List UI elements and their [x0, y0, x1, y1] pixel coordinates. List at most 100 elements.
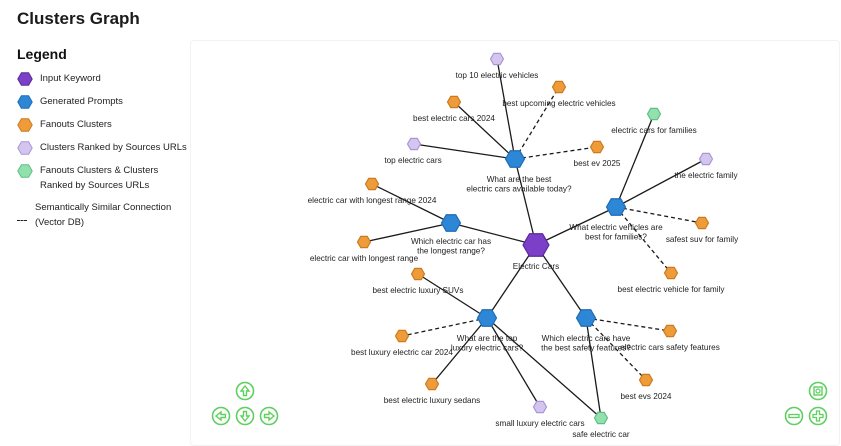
fanout-hexagon-icon[interactable]	[551, 80, 567, 94]
graph-node-e2[interactable]: best evs 2024	[621, 373, 672, 401]
graph-edge-p2-b2	[363, 222, 452, 243]
graph-edge-p2-b1	[371, 183, 452, 224]
graph-node-a2[interactable]: best upcoming electric vehicles	[502, 80, 616, 108]
graph-node-c3[interactable]: safest suv for family	[666, 216, 739, 244]
node-label-c3: safest suv for family	[666, 235, 739, 244]
graph-node-a3[interactable]: best electric cars 2024	[413, 95, 495, 123]
ranked-hexagon-icon[interactable]	[406, 137, 422, 151]
ranked-hexagon-icon[interactable]	[532, 400, 548, 414]
graph-node-a1[interactable]: top 10 electric vehicles	[456, 52, 539, 80]
node-label-b2: electric car with longest range	[310, 254, 419, 263]
page-title: Clusters Graph	[17, 9, 140, 28]
fanout-hexagon-icon[interactable]	[694, 216, 710, 230]
arrow-right-icon[interactable]	[259, 406, 279, 426]
graph-node-d4[interactable]: small luxury electric cars	[495, 400, 585, 428]
prompt-hexagon-icon[interactable]	[504, 150, 526, 168]
node-label-c2: the electric family	[674, 171, 738, 180]
fanout-hexagon-icon[interactable]	[356, 235, 372, 249]
graph-node-d1[interactable]: best electric luxury SUVs	[372, 267, 464, 295]
fit-view-icon[interactable]	[808, 381, 828, 401]
graph-edge-p4-d3	[431, 317, 488, 385]
fanout-hexagon-icon[interactable]	[638, 373, 654, 387]
graph-node-a5[interactable]: best ev 2025	[574, 140, 621, 168]
fanout-hexagon-icon[interactable]	[424, 377, 440, 391]
graph-node-e1[interactable]: electric cars safety features	[620, 324, 720, 352]
graph-node-c4[interactable]: best electric vehicle for family	[618, 266, 726, 294]
graph-edge-ec-p5	[535, 244, 587, 319]
prompt-hexagon-icon[interactable]	[476, 309, 498, 327]
graph-edge-p5-e3	[585, 317, 602, 419]
graph-edge-ec-p4	[486, 244, 537, 319]
graph-node-d2[interactable]: best luxury electric car 2024	[351, 329, 453, 357]
fanout-hexagon-icon[interactable]	[394, 329, 410, 343]
legend-item-input: Input Keyword	[17, 71, 192, 87]
fanout-hexagon-icon[interactable]	[410, 267, 426, 281]
node-label-c1: electric cars for families	[611, 126, 697, 135]
fanout-hexagon-icon[interactable]	[663, 266, 679, 280]
legend-item-label: Semantically Similar Connection (Vector …	[35, 202, 172, 228]
prompt-hexagon-icon[interactable]	[440, 214, 462, 232]
node-label-e1: electric cars safety features	[620, 343, 720, 352]
similar-connection-edge-p1-a5	[514, 146, 598, 160]
graph-edge-p1-a1	[496, 58, 516, 160]
graph-edge-p4-d1	[417, 273, 488, 319]
node-label-d1: best electric luxury SUVs	[372, 286, 463, 295]
node-label-a1: top 10 electric vehicles	[456, 71, 539, 80]
graph-node-b1[interactable]: electric car with longest range 2024	[308, 177, 437, 205]
legend-item-label: Generated Prompts	[40, 96, 123, 107]
legend-item-label: Clusters Ranked by Sources URLs	[40, 142, 187, 153]
prompt-hexagon-icon[interactable]	[605, 198, 627, 216]
ranked-hexagon-icon[interactable]	[489, 52, 505, 66]
legend-title: Legend	[17, 46, 67, 62]
node-label-a3: best electric cars 2024	[413, 114, 495, 123]
fanout-hexagon-icon[interactable]	[446, 95, 462, 109]
node-label-ec: Electric Cars	[513, 262, 559, 271]
graph-edge-p1-a3	[453, 101, 516, 160]
node-label-a4: top electric cars	[384, 156, 441, 165]
graph-node-e3[interactable]: safe electric car	[572, 411, 630, 439]
legend-item-both: Fanouts Clusters & Clusters Ranked by So…	[17, 163, 192, 193]
input-hexagon-icon[interactable]	[522, 233, 550, 257]
zoom-in-icon[interactable]	[808, 406, 828, 426]
graph-node-c1[interactable]: electric cars for families	[611, 107, 697, 135]
graph-node-c2[interactable]: the electric family	[674, 152, 739, 180]
similar-connection-edge-p5-e2	[585, 317, 647, 381]
fanout-hexagon-icon[interactable]	[589, 140, 605, 154]
graph-node-a4[interactable]: top electric cars	[384, 137, 442, 165]
fanout-hexagon-icon[interactable]	[364, 177, 380, 191]
node-label-a5: best ev 2025	[574, 159, 621, 168]
input-hexagon-icon	[17, 72, 33, 86]
both-hexagon-icon[interactable]	[593, 411, 609, 425]
ranked-hexagon-icon[interactable]	[698, 152, 714, 166]
node-label-a2: best upcoming electric vehicles	[502, 99, 615, 108]
graph-node-d3[interactable]: best electric luxury sedans	[384, 377, 480, 405]
graph-node-ec[interactable]: Electric Cars	[513, 233, 559, 271]
both-hexagon-icon[interactable]	[646, 107, 662, 121]
prompt-hexagon-icon[interactable]	[575, 309, 597, 327]
graph-edge-p3-c1	[615, 113, 655, 208]
arrow-down-icon[interactable]	[235, 406, 255, 426]
similar-connection-edge-p5-e1	[585, 317, 671, 332]
graph-edge-ec-p1	[514, 158, 537, 246]
node-label-e2: best evs 2024	[621, 392, 672, 401]
similar-connection-edge-p3-c3	[615, 206, 703, 224]
zoom-out-icon[interactable]	[784, 406, 804, 426]
node-label-b1: electric car with longest range 2024	[308, 196, 437, 205]
arrow-left-icon[interactable]	[211, 406, 231, 426]
graph-node-b2[interactable]: electric car with longest range	[310, 235, 419, 263]
node-label-d4: small luxury electric cars	[495, 419, 584, 428]
fanout-hexagon-icon[interactable]	[662, 324, 678, 338]
arrow-up-icon[interactable]	[235, 381, 255, 401]
legend-item-ranked: Clusters Ranked by Sources URLs	[17, 140, 192, 156]
